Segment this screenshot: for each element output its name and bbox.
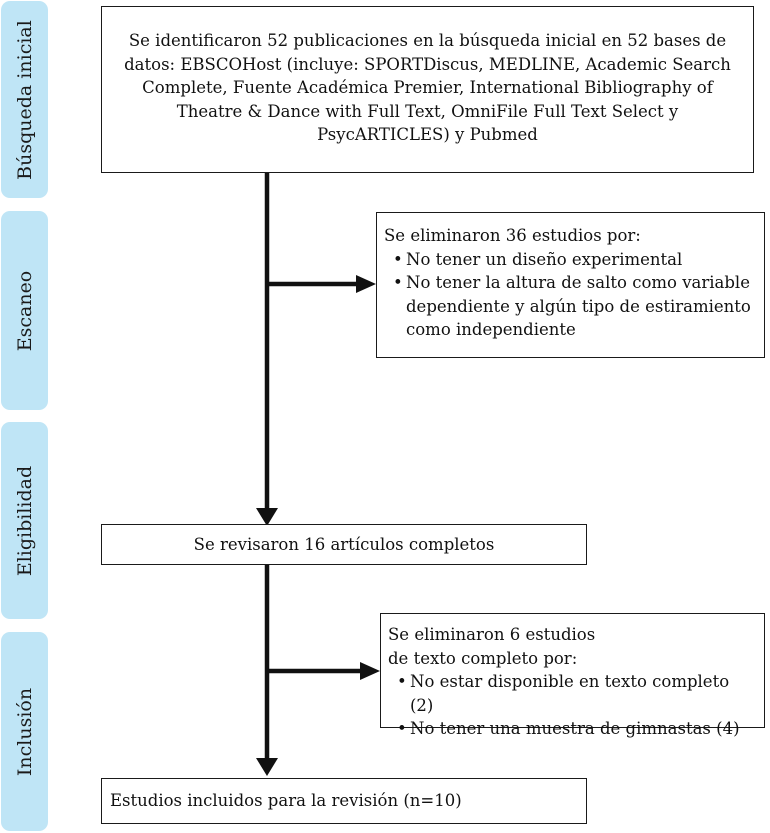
full-text-exclusion-list: •No estar disponible en texto completo (… [388, 670, 756, 741]
screening-exclusion-item: •No tener un diseño experimental [393, 249, 683, 269]
screening-exclusion-heading: Se eliminaron 36 estudios por: [384, 226, 641, 245]
included-studies-box: Estudios incluidos para la revisión (n=1… [101, 778, 587, 824]
full-text-review-box: Se revisaron 16 artículos completos [101, 524, 587, 565]
full-text-exclusion-item: •No tener una muestra de gimnastas (4) [397, 719, 740, 738]
stage-tab-busqueda-inicial: Búsqueda inicial [1, 1, 48, 198]
arrowhead-main-2 [256, 758, 278, 776]
screening-exclusion-list: •No tener un diseño experimental •No ten… [384, 248, 756, 342]
arrowhead-branch-1 [356, 275, 376, 293]
screening-exclusion-box: Se eliminaron 36 estudios por: •No tener… [376, 212, 765, 358]
stage-tab-inclusion: Inclusión [1, 632, 48, 831]
arrowhead-branch-2 [360, 662, 380, 680]
stage-tab-escaneo: Escaneo [1, 211, 48, 410]
stage-tab-eligibilidad: Eligibilidad [1, 422, 48, 619]
screening-exclusion-item: •No tener la altura de salto como variab… [393, 273, 751, 339]
full-text-exclusion-box: Se eliminaron 6 estudios de texto comple… [380, 613, 765, 738]
included-studies-text: Estudios incluidos para la revisión (n=1… [110, 791, 462, 810]
full-text-review-text: Se revisaron 16 artículos completos [193, 535, 495, 554]
full-text-exclusion-heading: Se eliminaron 6 estudios de texto comple… [388, 625, 596, 668]
full-text-exclusion-item: •No estar disponible en texto completo (… [397, 672, 730, 715]
arrowhead-main-1 [256, 508, 278, 526]
initial-search-box: Se identificaron 52 publicaciones en la … [101, 6, 754, 173]
initial-search-text: Se identificaron 52 publicaciones en la … [124, 31, 731, 144]
